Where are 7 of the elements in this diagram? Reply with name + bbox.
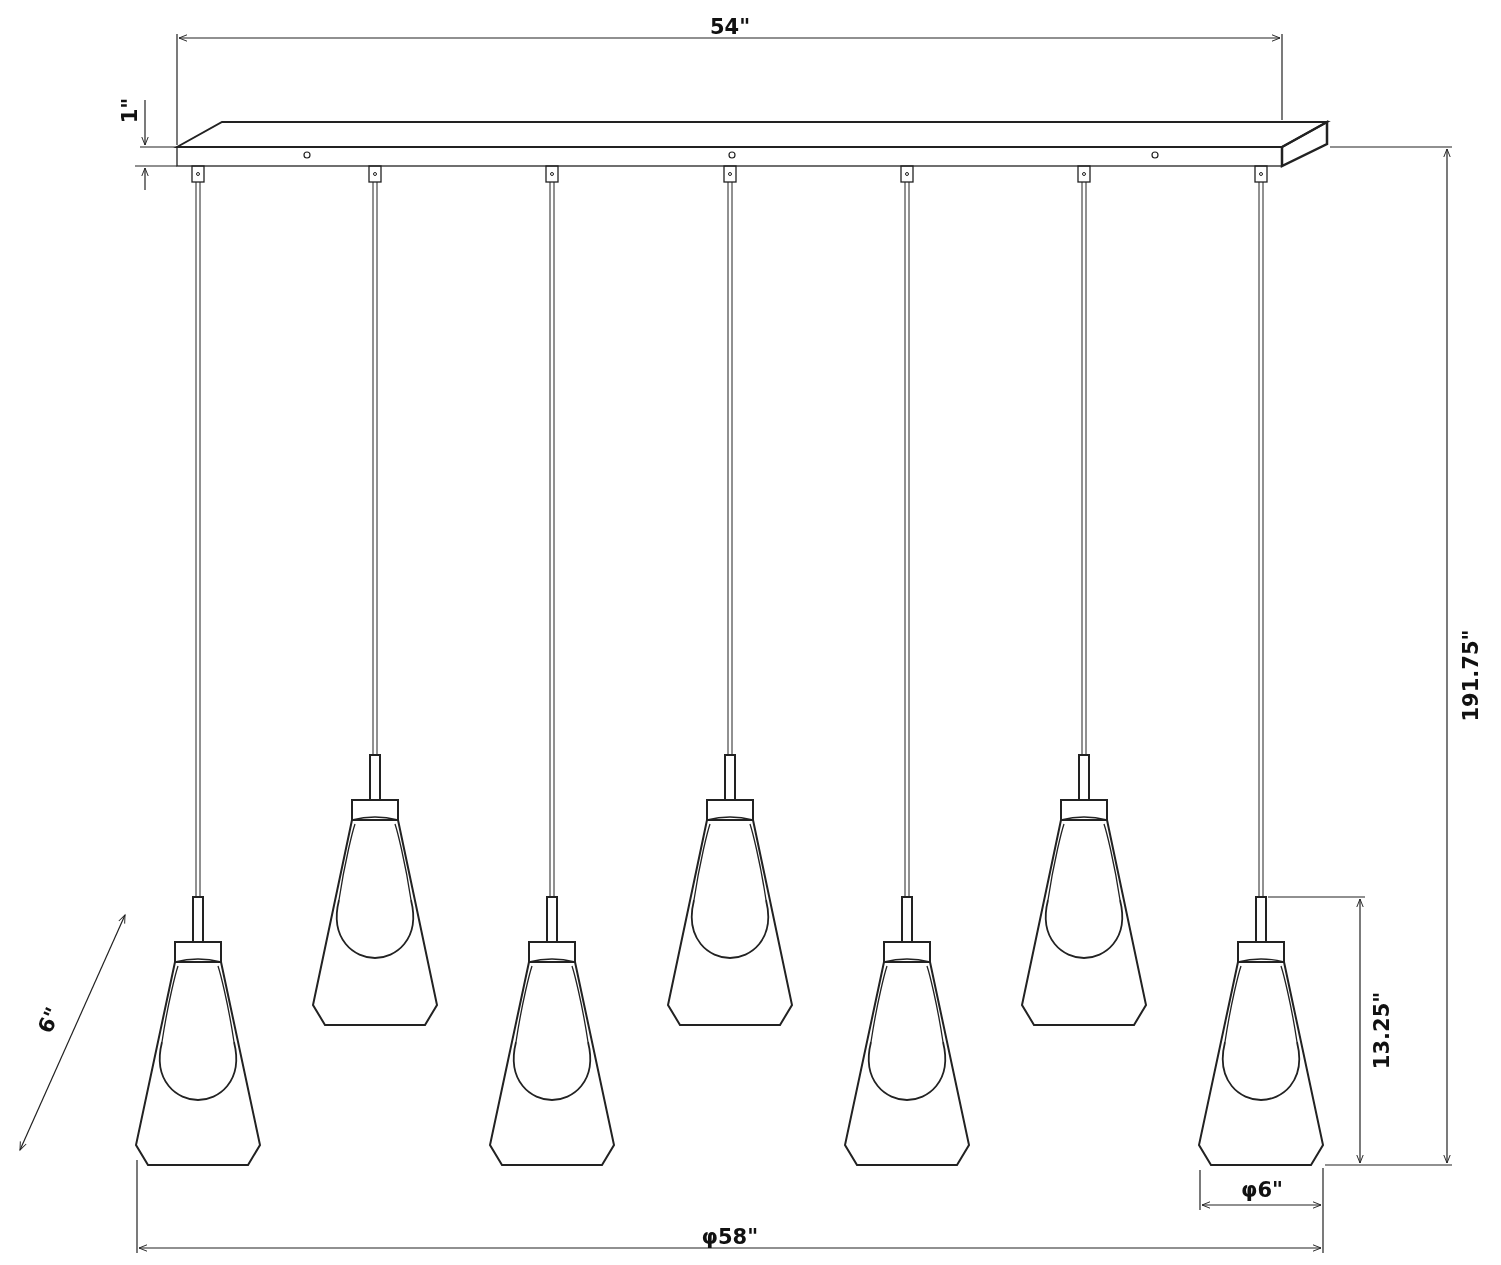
dimension-label: 1" — [120, 97, 142, 123]
dimension-label: 13.25" — [1371, 991, 1393, 1069]
dimension-label: φ6" — [1241, 1179, 1283, 1201]
dimension-label: 54" — [710, 16, 751, 38]
dimension-label: φ58" — [701, 1226, 759, 1248]
dimension-label: 191.75" — [1461, 629, 1483, 721]
dimension-label: 6" — [35, 1004, 65, 1036]
